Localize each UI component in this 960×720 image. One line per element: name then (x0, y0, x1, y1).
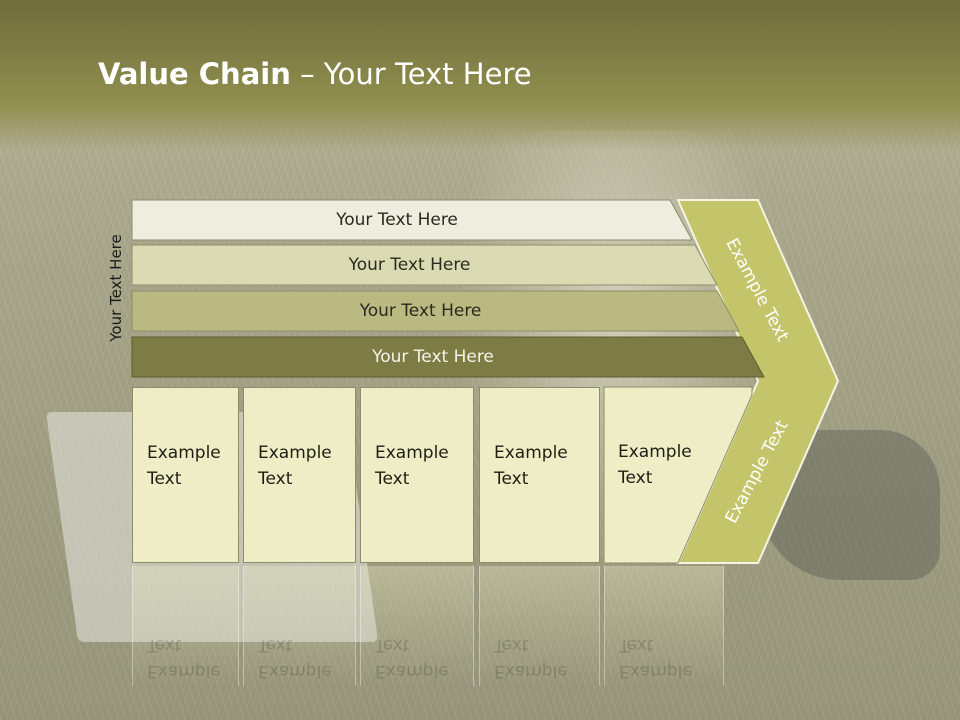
bar-outline-3 (131, 290, 740, 332)
title-bold: Value Chain (98, 57, 291, 91)
bar-label: Your Text Here (359, 301, 482, 321)
column-label: Example Text (375, 443, 449, 489)
primary-activity-4[interactable]: Example Text (479, 387, 600, 563)
column-label: Example Text (618, 442, 692, 488)
primary-activity-5[interactable]: Example Text (604, 387, 724, 563)
bar-label: Your Text Here (336, 210, 458, 230)
bar-support-activity-3[interactable]: Your Text Here (132, 291, 739, 331)
primary-activity-3[interactable]: Example Text (360, 387, 474, 563)
bar-outline-1 (131, 199, 693, 241)
last-column-shape[interactable] (603, 386, 753, 564)
bar-support-activity-4[interactable]: Your Text Here (132, 337, 764, 377)
primary-activity-2[interactable]: Example Text (243, 387, 356, 563)
column-label: Example Text (258, 443, 332, 489)
primary-activity-1[interactable]: Example Text (132, 387, 239, 563)
bar-label: Your Text Here (372, 347, 494, 367)
column-label: Example Text (494, 443, 568, 489)
column-label: Example Text (147, 443, 221, 489)
bar-label: Your Text Here (348, 255, 471, 275)
slide-title[interactable]: Value Chain – Your Text Here (98, 52, 532, 96)
bar-outline-2 (131, 244, 718, 286)
header-band (0, 0, 960, 150)
title-rest: – Your Text Here (290, 57, 532, 91)
bar-support-activity-1[interactable]: Your Text Here (132, 200, 692, 240)
bar-support-activity-2[interactable]: Your Text Here (132, 245, 717, 285)
bar-outline-4 (131, 336, 765, 378)
